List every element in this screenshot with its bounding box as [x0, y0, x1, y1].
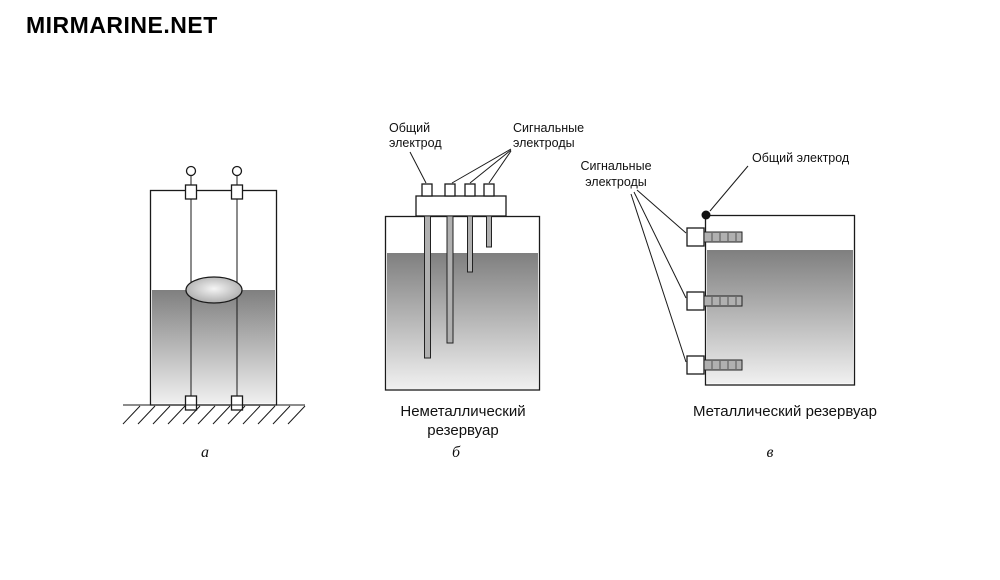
signal-electrodes-label-v-line2: электроды	[585, 175, 647, 189]
common-electrode-dot	[701, 210, 711, 220]
rod-signal-1	[446, 215, 454, 344]
insulator-bottom-left	[184, 395, 198, 411]
rod-signal-3	[486, 215, 492, 248]
leader-signal-b-1	[451, 148, 512, 184]
leader-signal-v-2	[633, 191, 687, 299]
fitting-3	[686, 355, 743, 375]
ground-hatch	[122, 404, 306, 425]
figure-v-letter: в	[767, 444, 774, 461]
fitting-1	[686, 227, 743, 247]
leader-signal-b-3	[488, 150, 512, 184]
liquid-a	[152, 290, 275, 404]
figure-b-letter: б	[452, 444, 461, 461]
terminal-circle-right	[231, 165, 243, 177]
rod-common	[424, 215, 431, 359]
common-electrode-label-b-line1: Общий	[389, 121, 430, 135]
leader-signal-v-3	[630, 193, 687, 363]
common-electrode-label-v: Общий электрод	[752, 151, 850, 165]
cap-b	[415, 195, 507, 217]
float-ellipse	[185, 276, 243, 304]
insulator-top-right	[230, 184, 244, 200]
insulator-bottom-right	[230, 395, 244, 411]
terminal-signal-3	[483, 183, 495, 197]
caption-b-line1: Неметаллический	[400, 403, 525, 420]
terminal-signal-2	[464, 183, 476, 197]
terminal-circle-left	[185, 165, 197, 177]
leader-signal-v-1	[636, 189, 687, 234]
figure-b: Общий электрод Сигнальные электроды Неме…	[384, 121, 584, 461]
signal-electrodes-label-v-line1: Сигнальные	[580, 159, 651, 173]
liquid-b	[387, 253, 538, 389]
fitting-2	[686, 291, 743, 311]
insulator-top-left	[184, 184, 198, 200]
caption-v: Металлический резервуар	[693, 403, 877, 420]
figure-a-letter: а	[201, 444, 209, 461]
signal-electrodes-label-b-line1: Сигнальные	[513, 121, 584, 135]
figure-a: а	[122, 165, 306, 461]
caption-b-line2: резервуар	[427, 422, 498, 439]
leader-common-b	[409, 151, 427, 184]
common-electrode-label-b-line2: электрод	[389, 136, 442, 150]
rod-signal-2	[467, 215, 473, 273]
figure-v: Сигнальные электроды Общий электрод Мета…	[580, 151, 877, 461]
site-logo: MIRMARINE.NET	[26, 12, 218, 38]
leader-signal-b-2	[469, 149, 512, 184]
terminal-signal-1	[444, 183, 456, 197]
leader-common-v	[709, 165, 749, 212]
terminal-common	[421, 183, 433, 197]
signal-electrodes-label-b-line2: электроды	[513, 136, 575, 150]
